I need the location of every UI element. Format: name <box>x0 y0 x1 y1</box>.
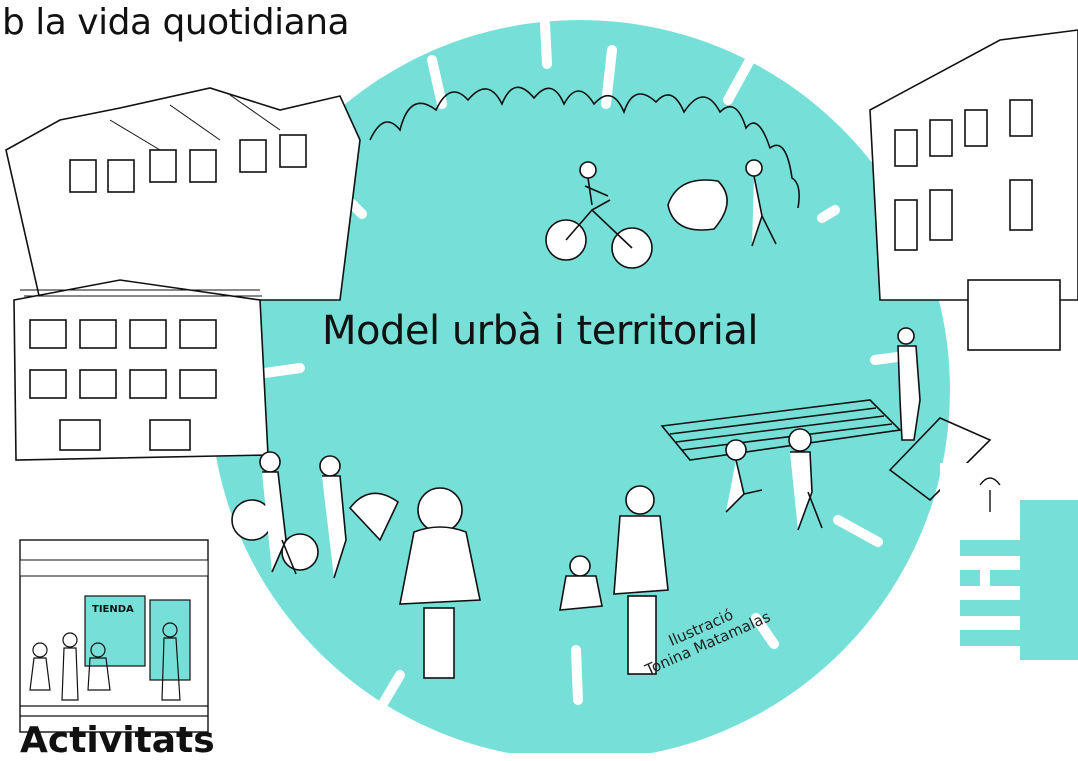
center-title: Model urbà i territorial <box>322 308 759 354</box>
bottom-caption: Activitats <box>20 720 215 761</box>
worker-figure <box>897 327 921 441</box>
cyclist-figure <box>545 161 653 269</box>
roof-hatching <box>20 94 281 297</box>
shop-inset <box>19 539 209 733</box>
left-buildings <box>5 87 361 461</box>
children-figures <box>725 428 823 531</box>
tree-canopy <box>369 86 800 209</box>
teal-circle <box>210 20 950 753</box>
cart-person <box>667 159 777 247</box>
shop-sign: TIENDA <box>92 604 134 615</box>
building-inset <box>940 463 1078 688</box>
right-buildings <box>869 29 1078 351</box>
people-group <box>231 451 669 679</box>
plant-icon <box>979 477 1001 512</box>
top-caption: b la vida quotidiana <box>2 2 350 43</box>
crosswalk <box>660 399 992 502</box>
